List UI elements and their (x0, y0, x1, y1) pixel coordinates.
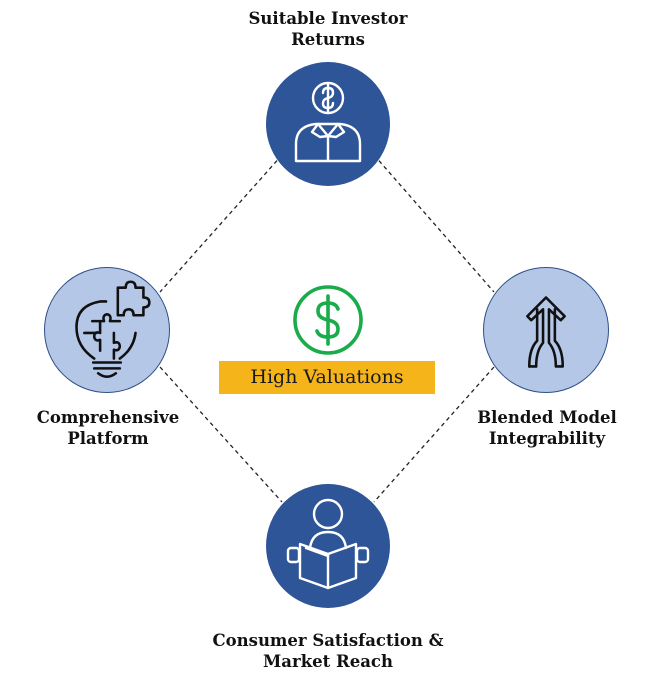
label-top: Suitable Investor Returns (218, 8, 438, 50)
connector-top-left (159, 154, 283, 293)
label-right-line1: Blended Model (477, 408, 617, 427)
label-top-line1: Suitable Investor (248, 9, 408, 28)
node-top (266, 62, 390, 186)
connector-left-bottom (159, 366, 283, 503)
connector-top-right (373, 154, 495, 293)
label-top-line2: Returns (291, 30, 365, 49)
puzzle-lightbulb-icon (75, 280, 151, 379)
dollar-circle-icon (293, 285, 363, 355)
label-bottom: Consumer Satisfaction & Market Reach (178, 630, 478, 672)
merge-arrow-icon (526, 296, 566, 368)
label-right: Blended Model Integrability (462, 407, 632, 449)
investor-icon (294, 81, 362, 163)
node-left (44, 267, 170, 393)
reader-icon (286, 498, 370, 590)
connector-right-bottom (373, 366, 495, 503)
label-left-line1: Comprehensive (36, 408, 180, 427)
node-right (483, 267, 609, 393)
center-banner: High Valuations (219, 361, 435, 394)
node-bottom (266, 484, 390, 608)
label-bottom-line1: Consumer Satisfaction & (212, 631, 444, 650)
label-bottom-line2: Market Reach (263, 652, 393, 671)
label-left-line2: Platform (67, 429, 149, 448)
label-left: Comprehensive Platform (18, 407, 198, 449)
label-right-line2: Integrability (488, 429, 606, 448)
